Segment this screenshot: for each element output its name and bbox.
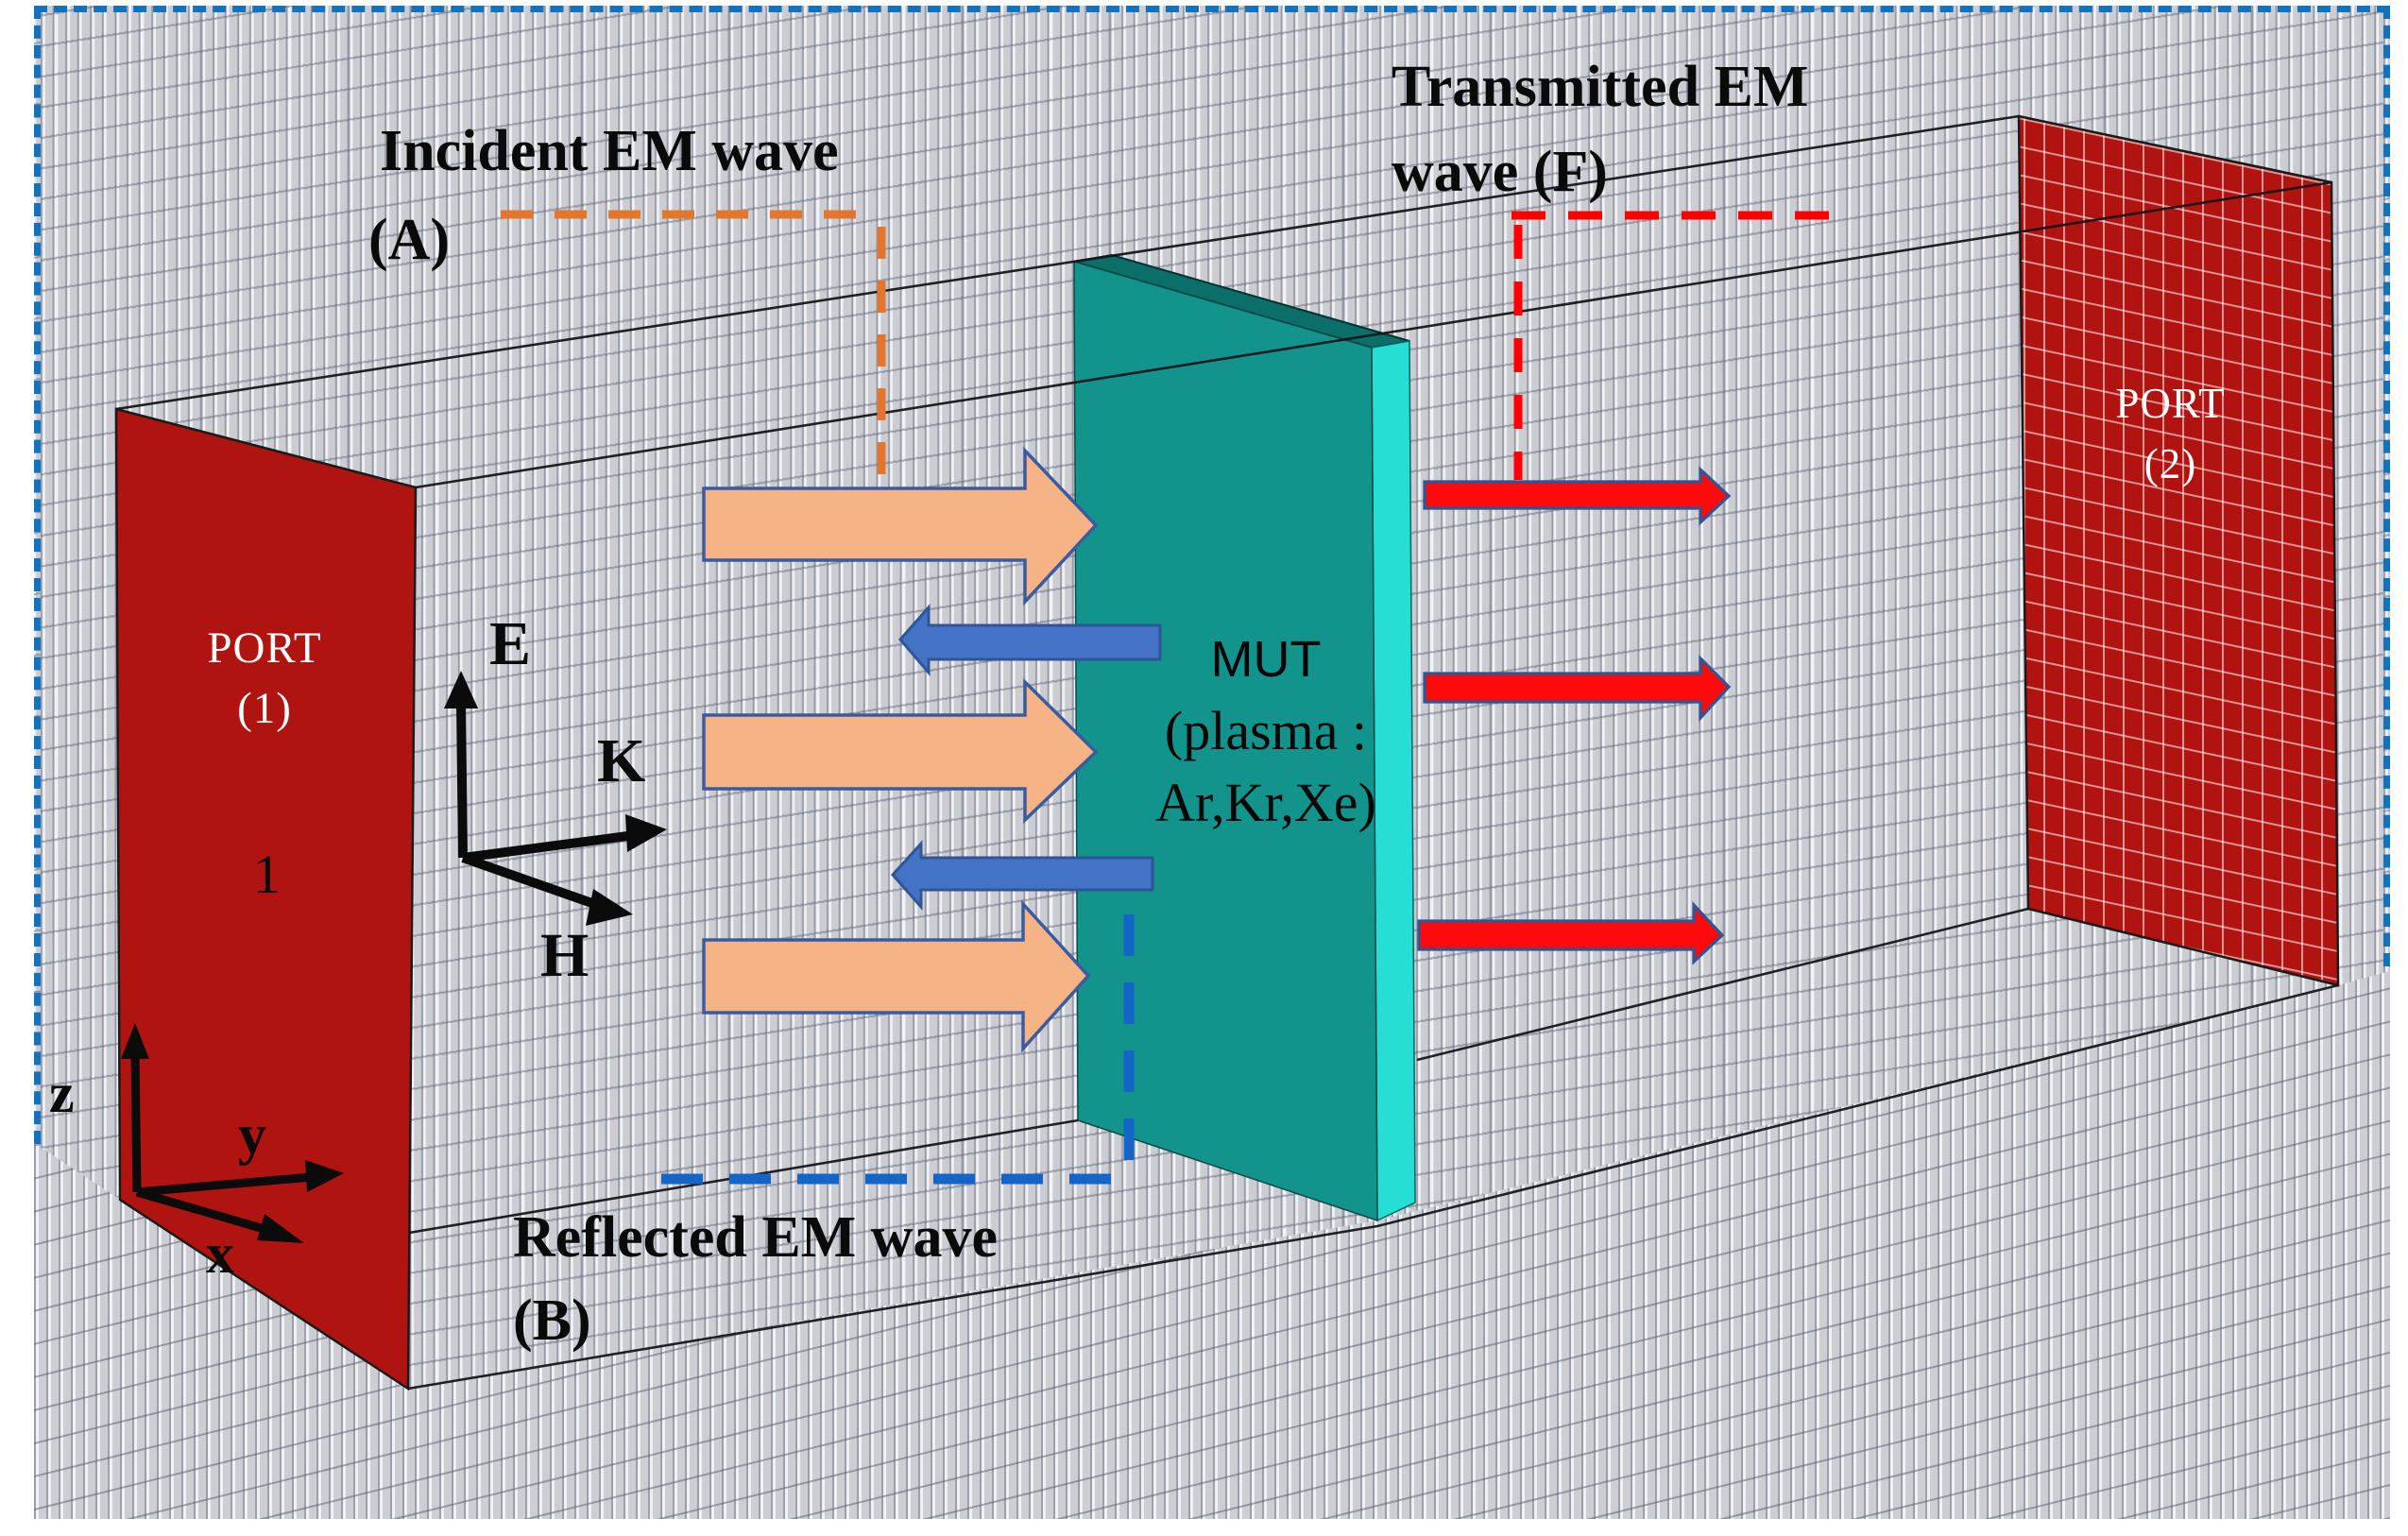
- mut-label-line1: MUT: [1210, 631, 1322, 688]
- reflected-arrow-2: [890, 840, 1154, 911]
- port2-face: [2017, 114, 2340, 987]
- mut-label-line2: (plasma :: [1164, 700, 1368, 761]
- port1-mode-number: 1: [253, 844, 281, 905]
- x-axis-label: x: [206, 1222, 234, 1285]
- transmitted-arrow-2: [1423, 655, 1732, 723]
- coordinate-axes-arrows: [121, 1023, 344, 1243]
- transmitted-wave-label-2: wave (F): [1392, 140, 1608, 204]
- reflected-arrow-1: [898, 604, 1162, 677]
- h-field-axis-label: H: [540, 921, 589, 990]
- mut-slab-front-face: [1073, 261, 1378, 1222]
- port1-number: (1): [237, 684, 292, 733]
- incident-arrow-1: [702, 446, 1099, 606]
- transmitted-leader-dashed: [1511, 211, 1847, 480]
- transmitted-wave-label: Transmitted EM: [1392, 55, 1809, 119]
- incident-leader-dashed: [501, 210, 886, 485]
- mut-label-line3: Ar,Kr,Xe): [1155, 772, 1376, 833]
- reflected-wave-tag: (B): [513, 1289, 591, 1353]
- reflected-wave-label: Reflected EM wave: [513, 1205, 999, 1270]
- incident-arrow-2: [702, 677, 1099, 825]
- reflected-wave-arrows: [890, 604, 1162, 911]
- incident-arrow-3: [702, 899, 1091, 1053]
- incident-wave-arrows: [702, 446, 1099, 1053]
- e-field-axis-label: E: [489, 609, 532, 678]
- incident-wave-label: Incident EM wave: [380, 119, 839, 183]
- k-vector-axis-label: K: [597, 726, 646, 795]
- incident-wave-tag: (A): [368, 208, 451, 272]
- transmitted-arrow-3: [1417, 900, 1725, 965]
- reflected-leader-dashed: [661, 914, 1135, 1185]
- transmitted-arrow-1: [1423, 466, 1732, 526]
- waveguide-wireframe: [115, 114, 2339, 1391]
- port2-number: (2): [2143, 440, 2197, 487]
- mut-label: MUT (plasma : Ar,Kr,Xe): [1119, 623, 1412, 839]
- z-axis-label: z: [49, 1062, 75, 1124]
- transmitted-wave-arrows: [1417, 466, 1732, 965]
- field-axes-arrows: [444, 671, 667, 926]
- y-axis-label: y: [238, 1103, 266, 1166]
- port2-label: PORT: [2115, 380, 2226, 427]
- port1-label: PORT: [207, 623, 322, 673]
